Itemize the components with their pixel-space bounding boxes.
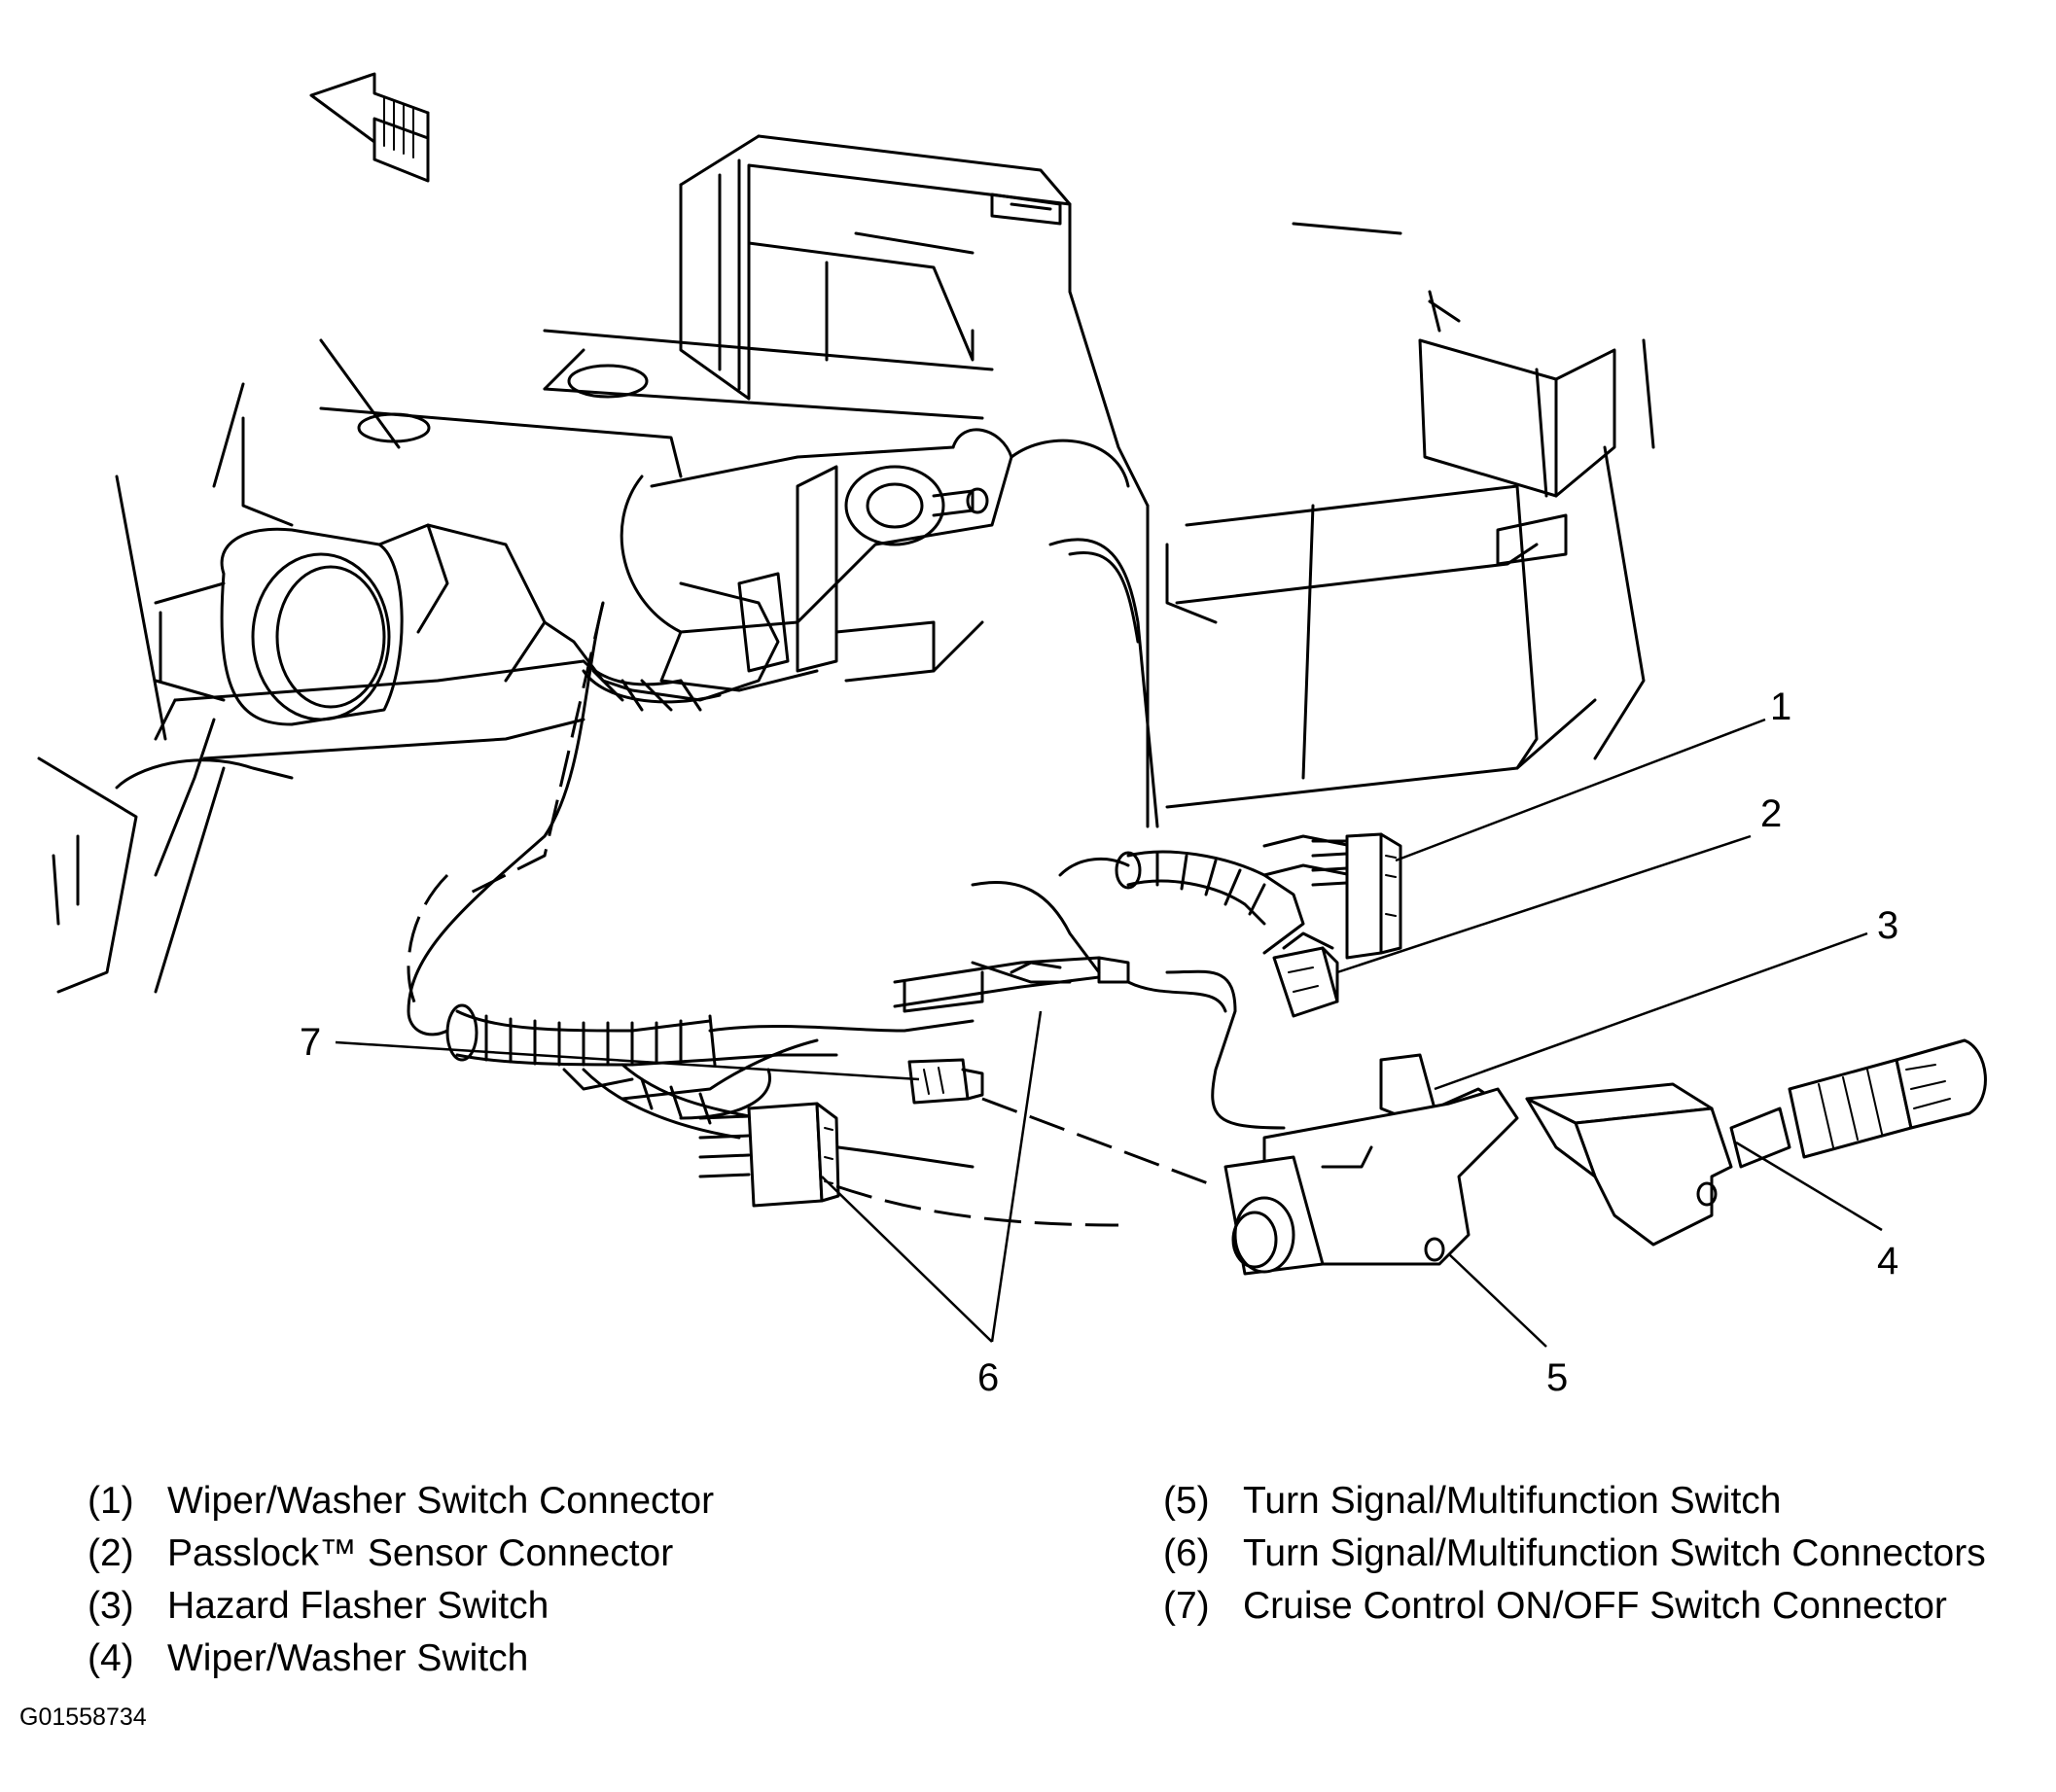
legend-text: Turn Signal/Multifunction Switch (1243, 1480, 1782, 1522)
callout-1: 1 (1770, 685, 1791, 728)
legend-item: (5) Turn Signal/Multifunction Switch (1163, 1475, 1986, 1528)
routing-dashes (407, 602, 1217, 1227)
legend-item: (1) Wiper/Washer Switch Connector (88, 1475, 714, 1528)
legend-number: (7) (1163, 1585, 1210, 1627)
callout-3: 3 (1877, 904, 1898, 947)
air-duct (37, 523, 547, 994)
callout-7: 7 (300, 1021, 321, 1064)
legend-item: (2) Passlock™ Sensor Connector (88, 1528, 714, 1580)
legend-number: (3) (88, 1585, 134, 1627)
legend-item: (3) Hazard Flasher Switch (88, 1580, 714, 1633)
passlock-sensor-connector (1272, 946, 1339, 1018)
main-wiring-harness (445, 956, 1286, 1140)
steering-column (582, 428, 1130, 692)
legend-number: (6) (1163, 1532, 1210, 1574)
instrument-panel-structure (115, 134, 1655, 877)
upper-wiring (407, 538, 1159, 1037)
cruise-control-connector (562, 1058, 984, 1105)
legend-left-column: (1) Wiper/Washer Switch Connector (2) Pa… (88, 1475, 714, 1685)
legend-item: (4) Wiper/Washer Switch (88, 1633, 714, 1685)
callout-6: 6 (977, 1356, 999, 1399)
wiper-washer-switch-connector (1311, 832, 1402, 960)
legend-number: (4) (88, 1637, 134, 1679)
right-wiring-harness (971, 834, 1354, 974)
legend-number: (5) (1163, 1480, 1210, 1522)
legend-item: (6) Turn Signal/Multifunction Switch Con… (1163, 1528, 1986, 1580)
legend-item: (7) Cruise Control ON/OFF Switch Connect… (1163, 1580, 1986, 1633)
legend-text: Hazard Flasher Switch (167, 1585, 549, 1627)
legend-text: Passlock™ Sensor Connector (167, 1532, 674, 1574)
front-direction-arrow (309, 72, 430, 183)
callout-leaders (335, 718, 1883, 1348)
callout-5: 5 (1546, 1356, 1568, 1399)
legend-right-column: (5) Turn Signal/Multifunction Switch (6)… (1163, 1475, 1986, 1633)
callout-2: 2 (1760, 792, 1782, 835)
legend-number: (2) (88, 1532, 134, 1574)
turn-signal-multifunction-switch (1223, 1053, 1519, 1276)
legend-text: Wiper/Washer Switch (167, 1637, 529, 1679)
legend-text: Wiper/Washer Switch Connector (167, 1480, 715, 1522)
steering-column-diagram: 1 2 3 4 5 6 7 (37, 72, 1987, 1399)
wiper-washer-switch (1525, 1038, 1987, 1247)
callout-4: 4 (1877, 1240, 1898, 1283)
figure-id: G01558734 (19, 1704, 147, 1731)
legend-text: Turn Signal/Multifunction Switch Connect… (1243, 1532, 1986, 1574)
legend-number: (1) (88, 1480, 134, 1522)
legend-text: Cruise Control ON/OFF Switch Connector (1243, 1585, 1947, 1627)
